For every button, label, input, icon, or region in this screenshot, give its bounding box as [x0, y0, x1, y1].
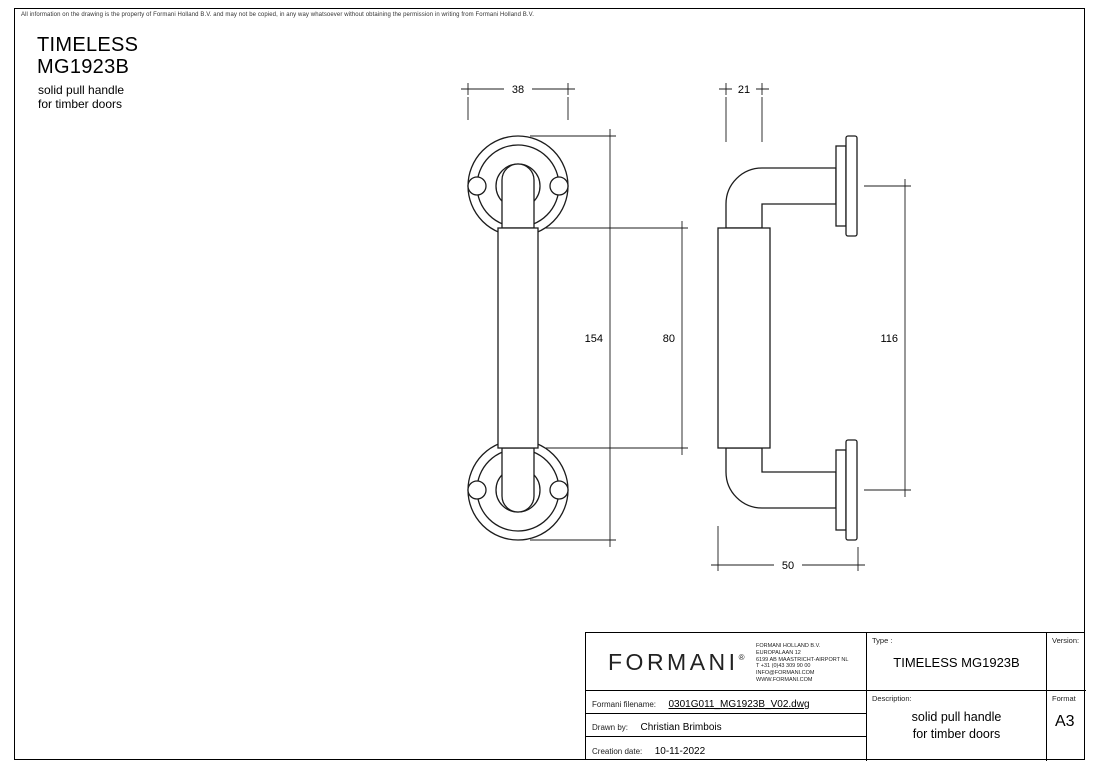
type-cell: Type : TIMELESS MG1923B — [866, 633, 1046, 690]
format-label: Format — [1052, 694, 1076, 703]
description-value-line1: solid pull handle — [911, 710, 1002, 724]
filename-value: 0301G011_MG1923B_V02.dwg — [668, 699, 810, 710]
top-screw-right — [549, 176, 569, 196]
grip-front — [497, 227, 539, 449]
dim-116-label: 116 — [880, 333, 898, 345]
address-line: EUROPALAAN 12 — [756, 649, 801, 656]
description-value-line2: for timber doors — [912, 727, 1001, 741]
format-value: A3 — [1055, 713, 1075, 730]
top-plate-flange — [845, 135, 858, 237]
product-series: TIMELESS — [37, 34, 139, 56]
dim-80-lines — [546, 221, 688, 455]
front-view — [467, 135, 569, 541]
product-code: MG1923B — [37, 56, 130, 78]
bottom-plate-flange — [845, 439, 858, 541]
address-line: T +31 (0)43 309 90 00 — [756, 663, 811, 670]
bottom-screw-left — [467, 480, 487, 500]
drawn-by-row: Drawn by: Christian Brimbois — [586, 713, 866, 736]
filename-label: Formani filename: — [592, 700, 657, 709]
title-block: FORMANI® FORMANI HOLLAND B.V. EUROPALAAN… — [585, 632, 1086, 761]
dim-116-lines — [864, 179, 911, 497]
creation-date-value: 10-11-2022 — [654, 746, 706, 757]
dim-50-label: 50 — [782, 560, 794, 572]
sheet-border — [14, 8, 1085, 760]
copyright-notice: All information on the drawing is the pr… — [21, 12, 534, 18]
version-label: Version: — [1052, 636, 1080, 645]
dim-154-lines — [530, 129, 616, 547]
top-screw-left — [467, 176, 487, 196]
creation-date-label: Creation date: — [592, 747, 643, 756]
bottom-arm-tube — [725, 447, 837, 509]
registered-mark-icon: ® — [738, 653, 745, 662]
creation-date-row: Creation date: 10-11-2022 — [586, 736, 866, 761]
drawn-by-value: Christian Brimbois — [640, 722, 722, 733]
product-description-line1: solid pull handle — [38, 83, 125, 97]
address-line: 6199 AB MAASTRICHT-AIRPORT NL — [756, 656, 849, 663]
dimensions: 38 21 154 80 116 50 — [461, 82, 911, 572]
top-plate-collar — [835, 145, 847, 227]
version-cell: Version: — [1046, 633, 1086, 690]
dim-38-label: 38 — [512, 84, 524, 96]
type-label: Type : — [872, 636, 893, 645]
description-cell: Description: solid pull handle for timbe… — [866, 690, 1046, 761]
logo-cell: FORMANI® — [586, 633, 756, 690]
company-address: FORMANI HOLLAND B.V. EUROPALAAN 12 6199 … — [756, 633, 866, 690]
dim-154-label: 154 — [585, 333, 603, 345]
grip-side — [717, 227, 771, 449]
dim-38-bg — [504, 82, 532, 95]
side-view — [717, 135, 858, 541]
type-value: TIMELESS MG1923B — [893, 655, 1020, 670]
address-line: WWW.FORMANI.COM — [756, 676, 813, 683]
top-neck — [501, 163, 535, 229]
dim-21-label: 21 — [738, 84, 750, 96]
address-line: INFO@FORMANI.COM — [756, 670, 815, 677]
address-line: FORMANI HOLLAND B.V. — [756, 643, 821, 649]
dim-80-label: 80 — [663, 333, 675, 345]
drawn-by-label: Drawn by: — [592, 723, 629, 732]
formani-logo: FORMANI — [608, 649, 739, 675]
dim-50-bg — [774, 558, 802, 571]
filename-row: Formani filename: 0301G011_MG1923B_V02.d… — [586, 690, 866, 713]
product-description-line2: for timber doors — [38, 97, 123, 111]
bottom-screw-right — [549, 480, 569, 500]
format-cell: Format A3 — [1046, 690, 1086, 761]
bottom-neck — [501, 447, 535, 513]
description-label: Description: — [872, 694, 912, 703]
top-arm-tube — [725, 167, 837, 229]
dim-21-bg — [732, 82, 756, 95]
bottom-plate-collar — [835, 449, 847, 531]
